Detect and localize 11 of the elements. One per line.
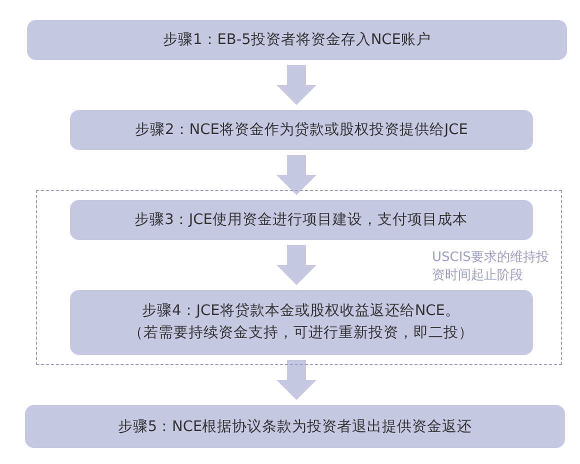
step-box: 步骤5：NCE根据协议条款为投资者退出提供资金返还 [25,405,565,448]
block-arrow [276,155,316,195]
block-arrow [276,245,316,285]
step-box: 步骤2：NCE将资金作为贷款或股权投资提供给JCE [70,110,533,150]
region-note: USCIS要求的维持投资时间起止阶段 [432,249,550,285]
step-box: 步骤4：JCE将贷款本金或股权收益返还给NCE。 （若需要持续资金支持，可进行重新投资，即二投） [70,290,532,354]
block-arrow [276,65,316,105]
block-arrow [276,360,316,400]
dashed-region [36,190,562,365]
step-box: 步骤1：EB-5投资者将资金存入NCE账户 [27,20,567,60]
step-box: 步骤3：JCE使用资金进行项目建设，支付项目成本 [70,200,532,240]
